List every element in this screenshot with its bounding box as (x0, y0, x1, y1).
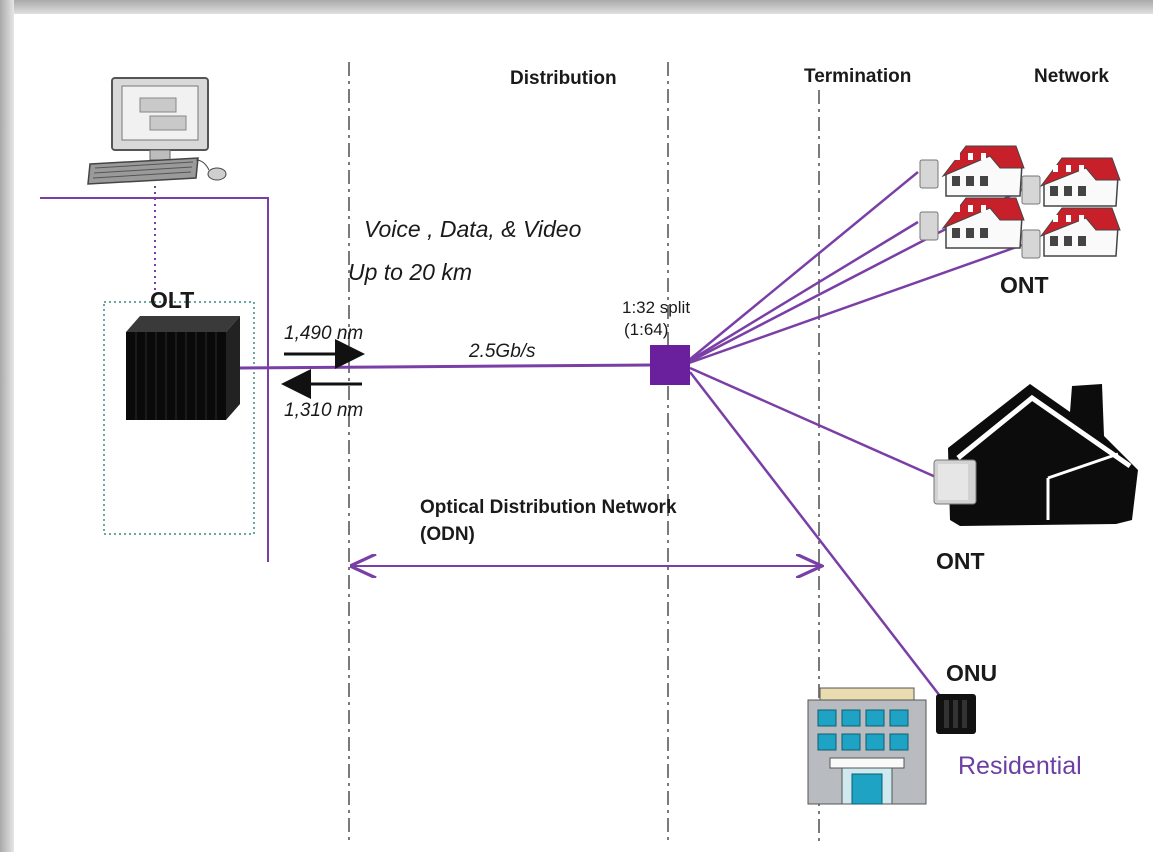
residential-label: Residential (958, 752, 1082, 780)
computer-icon (87, 77, 227, 185)
downstream-wavelength-label: 1,490 nm (284, 323, 364, 344)
upstream-wavelength-label: 1,310 nm (284, 400, 364, 421)
frame-top-shadow (0, 0, 1153, 14)
olt-label: OLT (150, 287, 195, 313)
splitter-icon (650, 345, 690, 385)
feeder-fiber (239, 363, 653, 370)
odn-abbreviation-label: (ODN) (420, 524, 475, 545)
splitter-ratio-label: 1:32 split (622, 298, 691, 317)
ont-label-middle: ONT (936, 548, 985, 574)
house-icon-4 (1039, 207, 1121, 257)
splitter-alt-ratio-label: (1:64) (624, 320, 669, 339)
ont-label-top: ONT (1000, 272, 1049, 298)
large-house-icon (948, 384, 1138, 526)
house-icon-1 (941, 145, 1025, 197)
distribution-fibers (688, 171, 1026, 697)
central-office-boundary (40, 197, 269, 562)
house-icon-3 (941, 197, 1025, 249)
traffic-reach-label: Up to 20 km (348, 259, 472, 285)
traffic-services-label: Voice , Data, & Video (364, 216, 582, 242)
olt-cabinet-icon (126, 316, 240, 420)
odn-label: Optical Distribution Network (420, 497, 677, 518)
olt-enclosure (103, 301, 255, 535)
section-dividers (348, 62, 820, 845)
header-distribution: Distribution (510, 68, 617, 89)
onu-device-icon (936, 694, 976, 734)
frame-left-shadow (0, 0, 14, 852)
ont-device-icon (933, 459, 977, 505)
header-termination: Termination (804, 66, 912, 87)
ont-device-icon (919, 159, 1041, 259)
onu-label: ONU (946, 660, 998, 686)
header-network: Network (1034, 66, 1109, 87)
link-rate-label: 2.5Gb/s (469, 341, 536, 362)
building-icon (807, 687, 927, 805)
house-icon-2 (1039, 157, 1121, 207)
